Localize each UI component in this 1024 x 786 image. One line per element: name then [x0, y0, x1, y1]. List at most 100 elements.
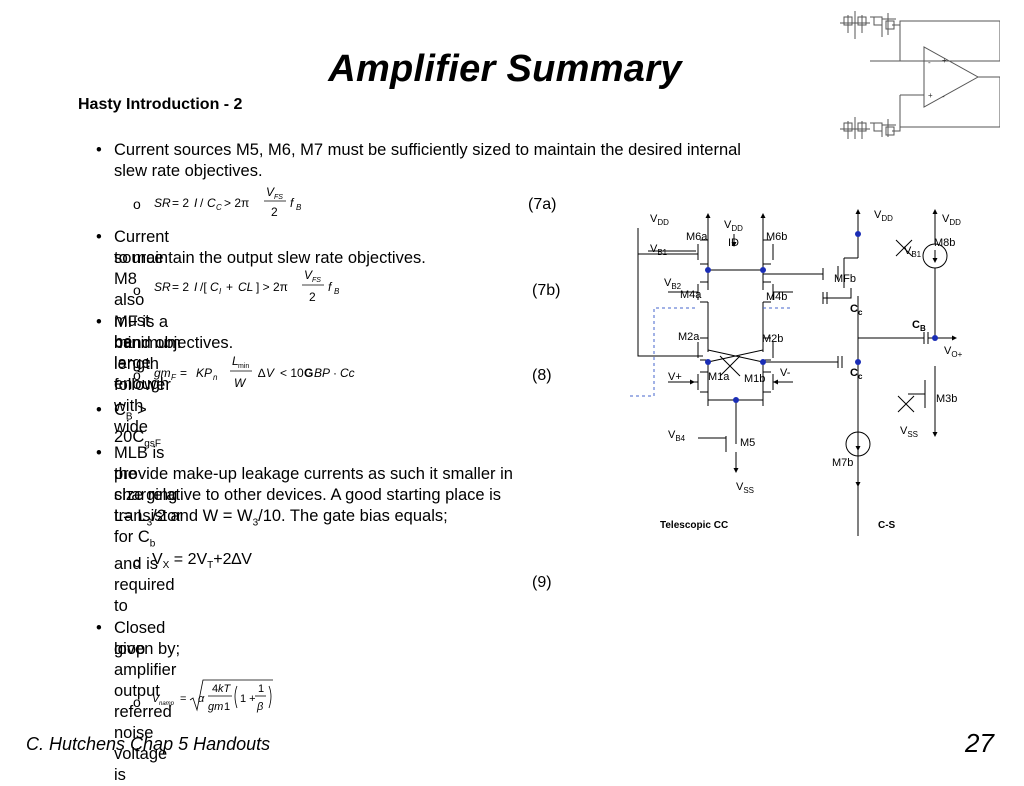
svg-text:V: V — [266, 185, 275, 199]
svg-text:C: C — [216, 203, 222, 212]
bullet-1-line2: slew rate objectives. — [114, 162, 263, 180]
svg-text:+: + — [942, 56, 947, 65]
slide-subtitle: Hasty Introduction - 2 — [78, 96, 243, 113]
bullet-5-line2: provide make-up leakage currents as such… — [114, 465, 513, 483]
sub-bullet-marker: o — [133, 282, 141, 298]
bullet-3-line1: MF is a minimum length follower with wid… — [114, 313, 181, 436]
label-cc-1: Cc — [850, 303, 863, 317]
svg-text:L: L — [232, 354, 239, 368]
label-m2a: M2a — [678, 331, 700, 343]
svg-text:kT: kT — [218, 683, 232, 695]
equation-number-7a: (7a) — [528, 196, 557, 213]
svg-text:V: V — [152, 693, 161, 705]
slide-title: Amplifier Summary — [328, 48, 682, 90]
svg-text:V: V — [266, 366, 275, 380]
label-m5: M5 — [740, 437, 755, 449]
svg-text:B: B — [334, 287, 340, 296]
svg-text:= 2: = 2 — [172, 196, 189, 210]
svg-text:] > 2π: ] > 2π — [256, 280, 288, 294]
label-m1a: M1a — [708, 371, 730, 383]
label-mfb: MFb — [834, 273, 856, 285]
label-vminus: V- — [780, 367, 791, 379]
svg-text:namp: namp — [159, 701, 175, 707]
svg-text:·: · — [333, 366, 337, 380]
bullet-1-line1: Current sources M5, M6, M7 must be suffi… — [114, 141, 741, 159]
bullet-dot: • — [96, 313, 102, 331]
sub-bullet-marker: o — [133, 694, 141, 710]
bullet-dot: • — [96, 619, 102, 637]
equation-number-9: (9) — [532, 574, 552, 591]
caption-cs: C-S — [878, 520, 896, 531]
label-m4a: M4a — [680, 289, 702, 301]
svg-text:min: min — [238, 363, 249, 370]
svg-text:C: C — [210, 280, 219, 294]
label-vss-1: VSS — [736, 481, 754, 495]
bullet-5-line3: size relative to other devices. A good s… — [114, 486, 502, 504]
svg-text:KP: KP — [196, 366, 212, 380]
svg-text:gm: gm — [154, 366, 171, 380]
bullet-dot: • — [96, 141, 102, 159]
label-m1b: M1b — [744, 373, 765, 385]
svg-text:+: + — [226, 280, 233, 294]
svg-text:-: - — [928, 58, 931, 67]
svg-text:V: V — [304, 268, 313, 282]
sub-bullet-marker: o — [133, 196, 141, 212]
svg-text:-: - — [942, 92, 945, 101]
svg-text:/: / — [200, 196, 204, 210]
label-vdd-3: VDD — [874, 209, 893, 223]
thumbnail-schematic: -+ +- — [840, 11, 1000, 139]
svg-text:n: n — [213, 373, 218, 382]
label-cc-2: Cc — [850, 367, 863, 381]
label-vb4: VB4 — [668, 429, 686, 443]
equation-number-7b: (7b) — [532, 282, 561, 299]
svg-text:=: = — [180, 366, 187, 380]
svg-text:FS: FS — [312, 277, 321, 284]
label-m2b: M2b — [762, 333, 783, 345]
svg-text:4: 4 — [212, 683, 218, 695]
svg-text:SR: SR — [154, 196, 171, 210]
label-m3b: M3b — [936, 393, 957, 405]
bullet-dot: • — [96, 444, 102, 462]
label-vdd-4: VDD — [942, 213, 961, 227]
svg-text:> 2π: > 2π — [224, 196, 249, 210]
label-vb1: VB1 — [650, 243, 668, 257]
label-id: ID — [728, 237, 739, 249]
vx-equation: VX = 2VT+2∆V — [152, 551, 252, 572]
footer-text: C. Hutchens Chap 5 Handouts — [26, 734, 271, 754]
svg-text:/[: /[ — [200, 280, 207, 294]
svg-text:1: 1 — [258, 683, 264, 695]
svg-text:I: I — [194, 196, 198, 210]
bullet-dot: • — [96, 228, 102, 246]
svg-text:W: W — [234, 376, 247, 390]
label-vb2: VB2 — [664, 277, 682, 291]
label-vo: VO+ — [944, 345, 963, 359]
circuit-schematic: VDD VDD VDD VDD VB1 VB2 VB4 M6a M6b ID M… — [630, 209, 963, 536]
svg-text:BP: BP — [314, 366, 330, 380]
svg-text:B: B — [296, 203, 302, 212]
sub-bullet-marker: o — [133, 554, 141, 570]
svg-text:+: + — [928, 91, 933, 100]
svg-text:CL: CL — [238, 280, 253, 294]
bullet-3-line2: band objectives. — [114, 334, 234, 352]
svg-text:gm: gm — [208, 701, 223, 713]
page-number: 27 — [965, 728, 994, 758]
svg-text:G: G — [304, 366, 313, 380]
svg-text:< 10: < 10 — [280, 366, 304, 380]
svg-text:C: C — [207, 196, 216, 210]
bullet-5-line4: L= L3/2 and W = W3/10. The gate bias equ… — [114, 507, 448, 529]
label-vdd-1: VDD — [650, 213, 669, 227]
svg-text:Cc: Cc — [340, 366, 355, 380]
caption-telescopic: Telescopic CC — [660, 520, 728, 531]
sub-bullet-marker: o — [133, 367, 141, 383]
bullet-dot: • — [96, 401, 102, 419]
svg-text:f: f — [290, 196, 295, 210]
svg-text:I: I — [194, 280, 198, 294]
svg-text:1 +: 1 + — [240, 693, 256, 705]
svg-text:α: α — [198, 693, 205, 705]
bullet-2-line2: to maintain the output slew rate objecti… — [114, 249, 426, 267]
label-m7b: M7b — [832, 457, 853, 469]
svg-text:FS: FS — [274, 194, 283, 201]
